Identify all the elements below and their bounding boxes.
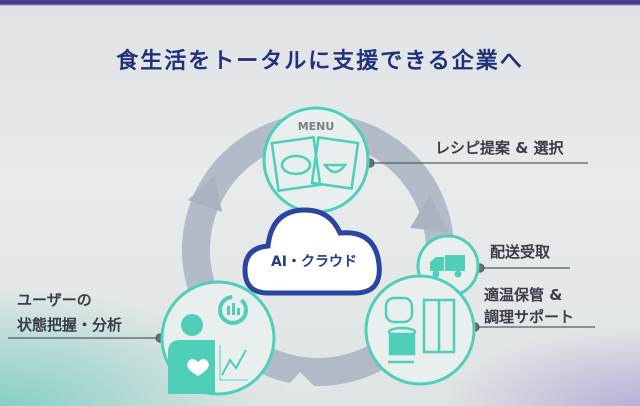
label-user-2: 状態把握・分析: [17, 316, 122, 334]
storage-node: [364, 274, 476, 386]
label-storage-2: 調理サポート: [484, 308, 574, 326]
user-node: [160, 280, 276, 396]
cloud-icon: [242, 207, 382, 296]
menu-dishes-icon: [270, 135, 360, 193]
label-recipe: レシピ提案 & 選択: [435, 139, 565, 157]
center-label: AI・クラウド: [271, 254, 357, 270]
menu-icon-text: MENU: [298, 120, 335, 133]
appliances-icon: [384, 296, 456, 364]
menu-node: MENU: [262, 106, 370, 214]
label-user-1: ユーザーの: [17, 291, 92, 309]
label-delivery: 配送受取: [490, 243, 551, 261]
truck-icon: [430, 255, 465, 278]
slide-title: 食生活をトータルに支援できる企業へ: [116, 48, 524, 74]
label-storage-1: 適温保管 &: [484, 286, 562, 304]
center-cloud: AI・クラウド: [242, 207, 382, 296]
user-health-analytics-icon: [168, 295, 248, 394]
